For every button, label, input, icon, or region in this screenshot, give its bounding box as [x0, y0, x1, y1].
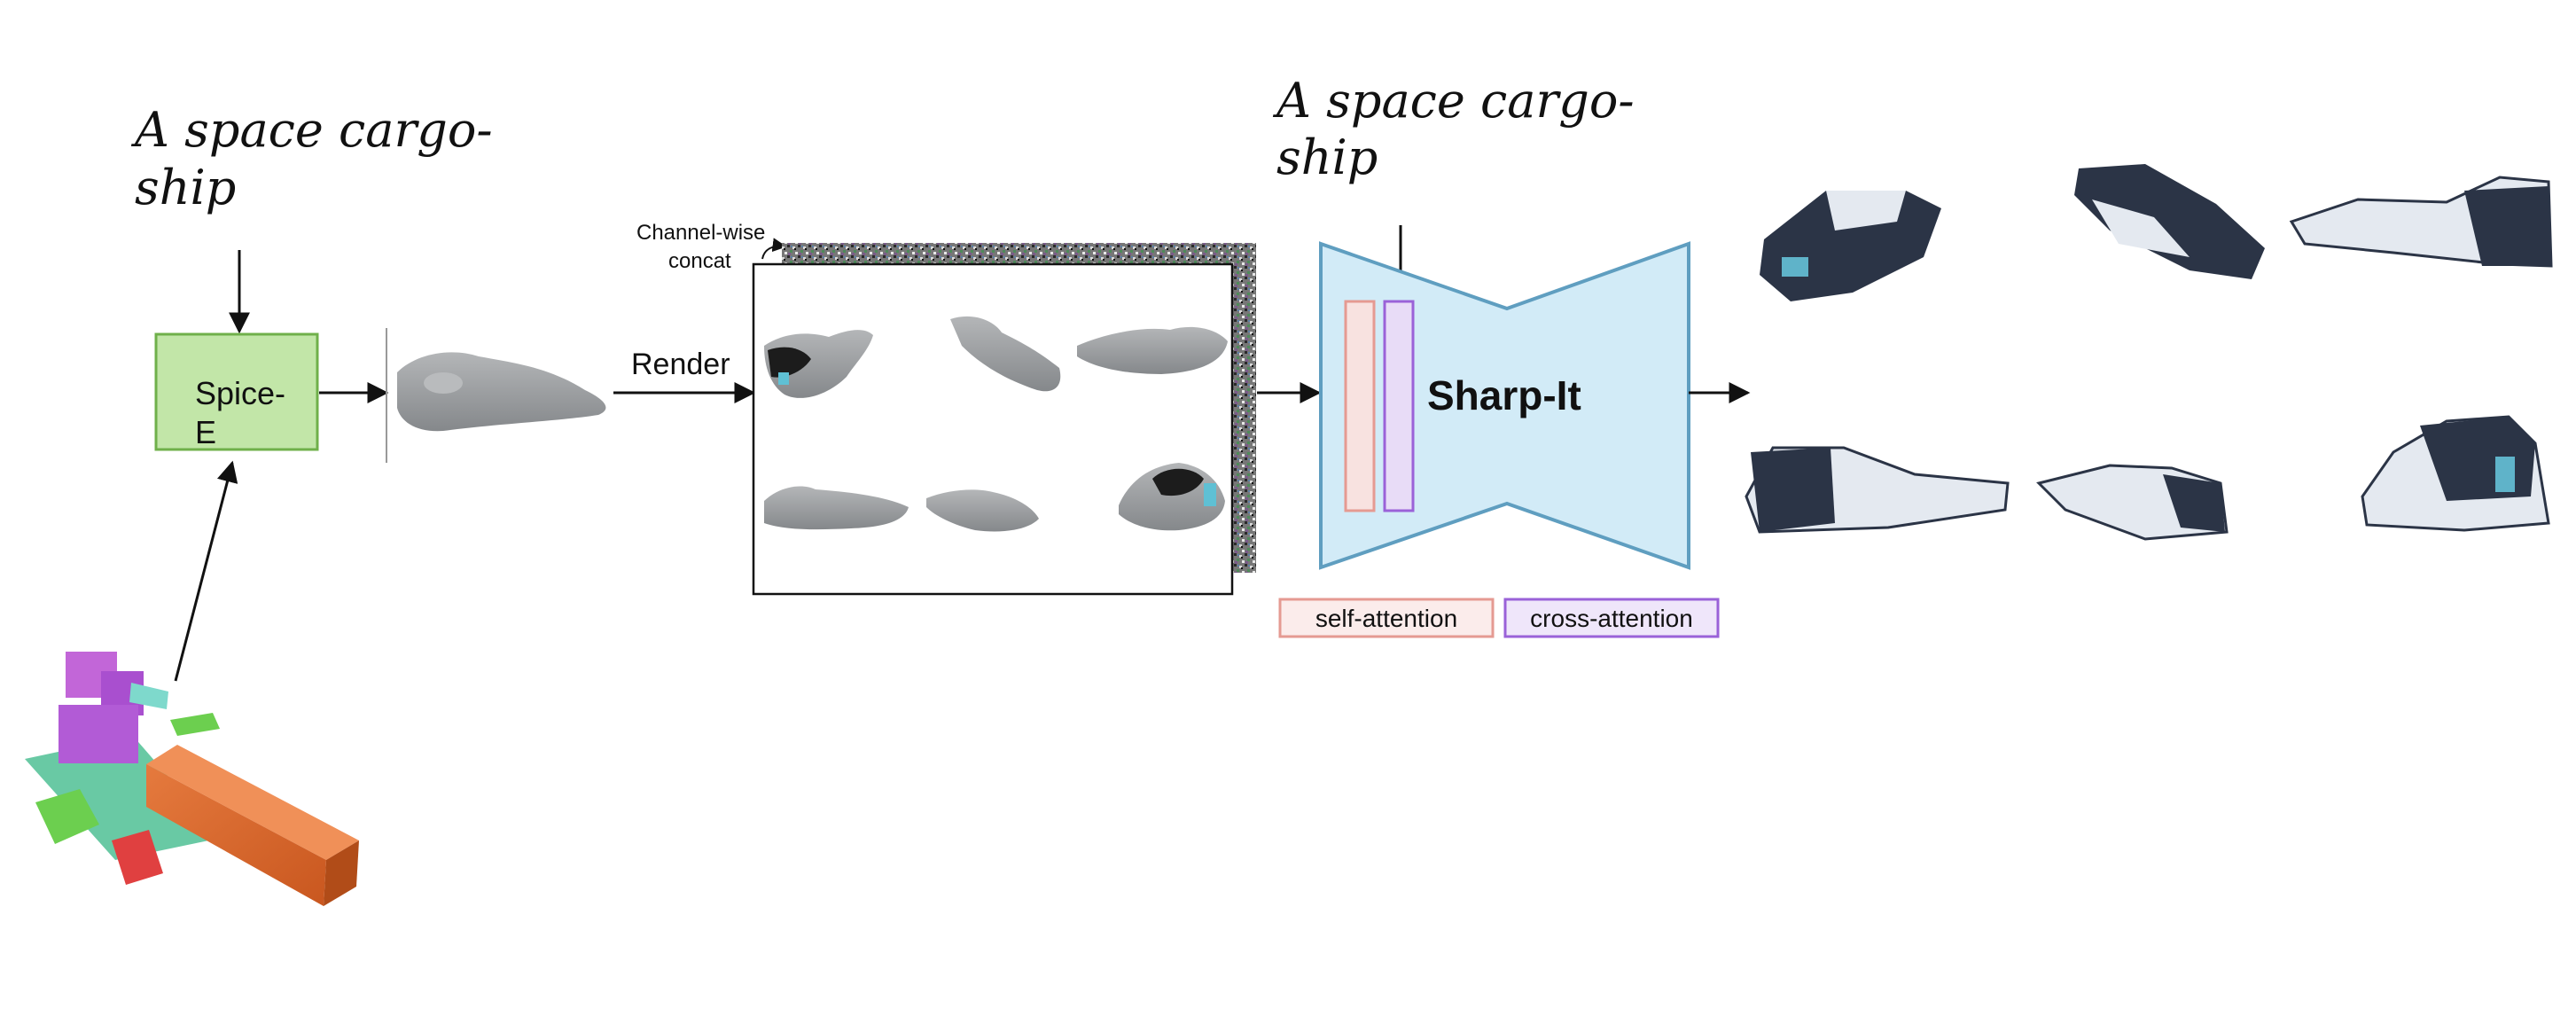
output-view-4 [1745, 446, 2010, 534]
left-prompt-line1: A space cargo- [130, 102, 493, 158]
spice-e-label-line1: Spice- [195, 375, 285, 411]
rendered-view-2 [950, 316, 1061, 392]
legend-cross-attention-swatch [1503, 598, 1720, 638]
right-prompt-line1: A space cargo- [1272, 73, 1635, 129]
rendered-view-1 [764, 330, 873, 398]
render-label: Render [631, 348, 730, 381]
sharp-it-label: Sharp-It [1427, 372, 1581, 418]
spice-e-box [154, 332, 319, 451]
legend-self-attention-swatch [1278, 598, 1495, 638]
refined-ship-render-icon [1745, 164, 2553, 541]
left-prompt-line2: ship [135, 160, 236, 215]
output-view-1 [1760, 191, 1941, 301]
concat-label-line1: Channel-wise [636, 221, 765, 245]
rendered-view-4 [764, 486, 909, 530]
spice-e-label-line2: E [195, 414, 216, 450]
rendered-views-panel [752, 262, 1234, 596]
self-attention-block [1344, 300, 1376, 512]
output-view-6 [2361, 415, 2550, 532]
cross-attention-block [1383, 300, 1415, 512]
right-prompt-line2: ship [1276, 129, 1378, 185]
rendered-view-3 [1077, 326, 1228, 374]
concat-label-line2: concat [668, 249, 731, 273]
legend-cross-attention-label: cross-attention [1530, 605, 1693, 632]
output-view-3 [2289, 176, 2553, 268]
rendered-view-5 [926, 489, 1039, 532]
coarse-ship-mesh-icon [397, 352, 606, 432]
output-view-2 [2074, 164, 2265, 279]
blocks-to-spice-arrow [174, 460, 238, 682]
cargo-ship-blocks-icon [25, 652, 359, 906]
output-view-5 [2036, 464, 2229, 541]
rendered-view-6 [1119, 463, 1225, 531]
legend-self-attention-label: self-attention [1315, 605, 1457, 632]
